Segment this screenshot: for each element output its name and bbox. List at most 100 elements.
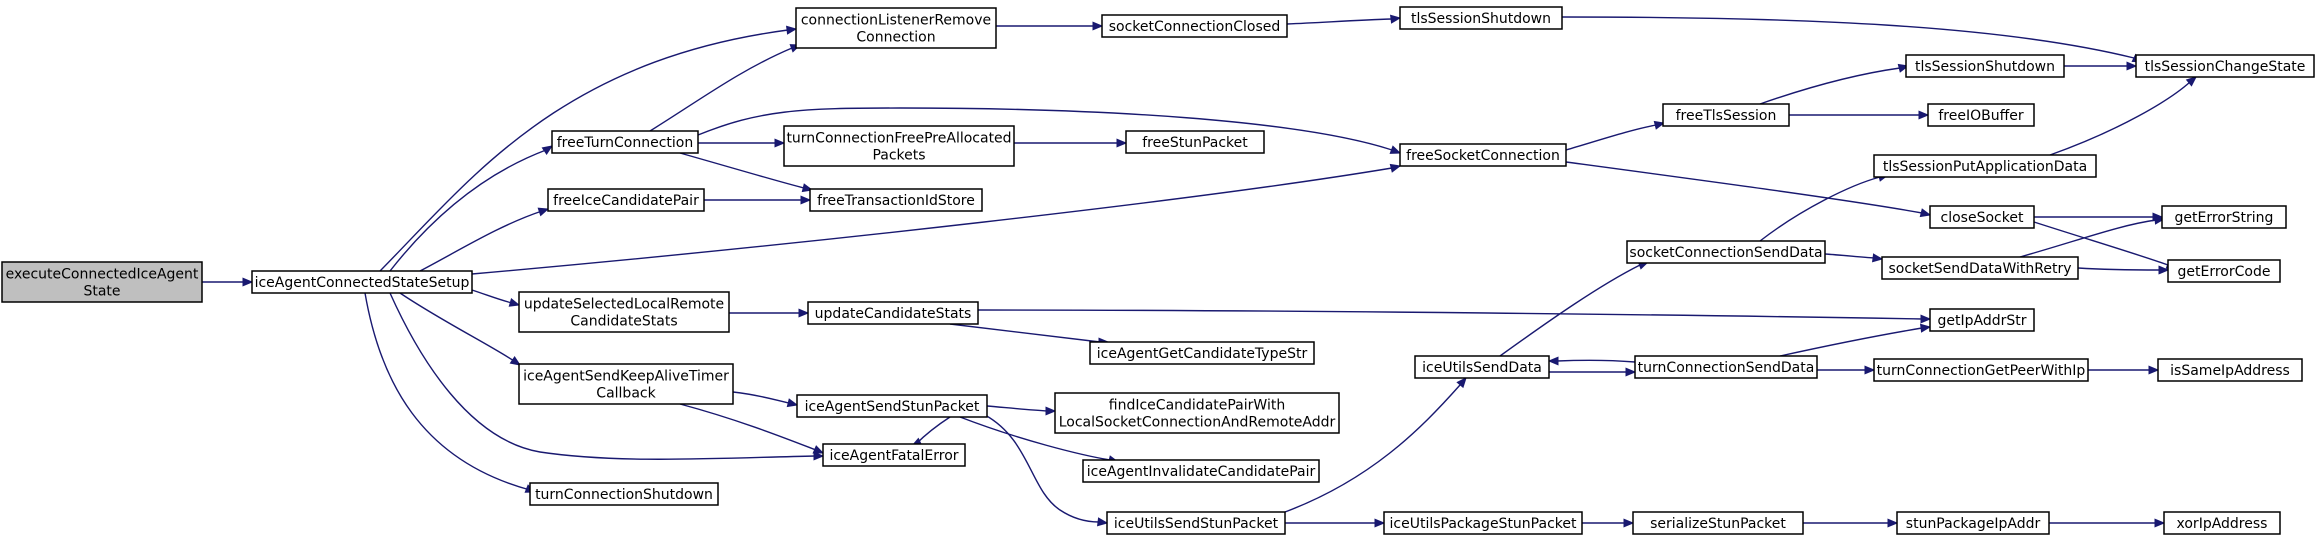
edge-arrowhead [2148, 365, 2160, 375]
node-updCand[interactable]: updateCandidateStats [807, 301, 979, 325]
node-label: iceUtilsSendData [1422, 360, 1542, 376]
node-box [1634, 355, 1818, 379]
node-label: socketConnectionClosed [1109, 19, 1281, 35]
node-freeSock[interactable]: freeSocketConnection [1399, 143, 1567, 167]
edge-arrowhead [2154, 215, 2166, 225]
edge-iceUtilsSend-to-turnSend [1549, 367, 1637, 377]
node-box [795, 7, 997, 49]
edge-turnSend-to-peerWithIp [1816, 365, 1876, 375]
edge-peerWithIp-to-isSameIp [2087, 365, 2160, 375]
node-freePair[interactable]: freeIceCandidatePair [547, 188, 705, 212]
node-label: getIpAddrStr [1938, 313, 2027, 329]
edge-arrowhead [541, 145, 554, 156]
node-iceUtilsSend[interactable]: iceUtilsSendData [1414, 355, 1550, 379]
node-tlsPut[interactable]: tlsSessionPutApplicationData [1873, 154, 2097, 178]
node-label: executeConnectedIceAgent [6, 267, 199, 283]
edge-line [1565, 124, 1657, 151]
node-freeTls[interactable]: freeTlsSession [1662, 103, 1790, 127]
node-pkgStun[interactable]: iceUtilsPackageStunPacket [1383, 511, 1583, 535]
node-freeStun[interactable]: freeStunPacket [1125, 130, 1265, 154]
edge-line [2033, 221, 2169, 266]
node-box [2167, 259, 2281, 283]
node-box [251, 270, 473, 294]
edge-sockSend-to-sockRetry [1824, 253, 1884, 263]
node-freeTrans[interactable]: freeTransactionIdStore [809, 188, 983, 212]
edge-line [984, 414, 1100, 523]
edge-line [1759, 67, 1901, 105]
node-typeStr[interactable]: iceAgentGetCandidateTypeStr [1089, 341, 1315, 365]
edge-arrowhead [1389, 163, 1402, 173]
edge-line [697, 107, 1393, 151]
node-serialize[interactable]: serializeStunPacket [1632, 511, 1804, 535]
edge-line [679, 403, 817, 451]
node-peerWithIp[interactable]: turnConnectionGetPeerWithIp [1873, 358, 2089, 382]
node-getErrCode[interactable]: getErrorCode [2167, 259, 2281, 283]
node-label: Connection [856, 30, 935, 46]
edge-line [679, 152, 805, 189]
edge-turnFreePre-to-freeStun [1013, 138, 1128, 148]
node-sendStun[interactable]: iceAgentSendStunPacket [796, 394, 988, 418]
node-isSameIp[interactable]: isSameIpAddress [2157, 358, 2303, 382]
node-sockSend[interactable]: socketConnectionSendData [1626, 240, 1826, 264]
edge-line [2077, 267, 2161, 271]
node-label: freeSocketConnection [1406, 148, 1560, 164]
edge-stunPkgIp-to-xorIp [2048, 518, 2166, 528]
edge-line [1284, 384, 1461, 513]
node-xorIp[interactable]: xorIpAddress [2163, 511, 2281, 535]
edge-setup-to-fatal [389, 292, 825, 461]
node-turnShutdown[interactable]: turnConnectionShutdown [529, 482, 719, 506]
edge-keepAlive-to-fatal [679, 403, 825, 454]
node-sockRetry[interactable]: socketSendDataWithRetry [1881, 256, 2079, 280]
node-label: xorIpAddress [2177, 516, 2268, 532]
node-freeIO[interactable]: freeIOBuffer [1927, 103, 2035, 127]
edge-arrowhead [786, 398, 799, 408]
node-invalidate[interactable]: iceAgentInvalidateCandidatePair [1082, 459, 1320, 483]
node-label: iceAgentGetCandidateTypeStr [1097, 346, 1308, 362]
edge-arrowhead [1045, 406, 1057, 416]
node-box [1873, 154, 2097, 178]
edge-setup-to-freePair [419, 207, 550, 272]
edge-line [915, 416, 951, 445]
node-label: freeStunPacket [1142, 135, 1248, 151]
node-box [1, 261, 203, 303]
node-tlsShut1[interactable]: tlsSessionShutdown [1399, 6, 1563, 30]
node-tlsChange[interactable]: tlsSessionChangeState [2135, 54, 2315, 78]
node-turnSend[interactable]: turnConnectionSendData [1634, 355, 1818, 379]
node-label: freeTurnConnection [557, 135, 694, 151]
edge-line [732, 391, 790, 404]
node-getErrStr[interactable]: getErrorString [2161, 205, 2287, 229]
node-findPair[interactable]: findIceCandidatePairWithLocalSocketConne… [1054, 392, 1340, 434]
node-setup[interactable]: iceAgentConnectedStateSetup [251, 270, 473, 294]
edge-freeTurn-to-connRemove [649, 44, 802, 132]
node-box [1383, 511, 1583, 535]
node-fatal[interactable]: iceAgentFatalError [822, 443, 966, 467]
edge-freeSock-to-freeTls [1565, 120, 1666, 151]
node-tlsShut2[interactable]: tlsSessionShutdown [1905, 54, 2065, 78]
node-label: tlsSessionPutApplicationData [1883, 159, 2087, 175]
node-box [1399, 6, 1563, 30]
edge-arrowhead [1864, 365, 1876, 375]
node-box [1414, 355, 1550, 379]
edge-freePair-to-freeTrans [704, 195, 812, 205]
node-label: iceAgentSendStunPacket [805, 399, 980, 415]
node-getIp[interactable]: getIpAddrStr [1929, 308, 2035, 332]
node-utilsSendStun[interactable]: iceUtilsSendStunPacket [1106, 511, 1286, 535]
node-freeTurn[interactable]: freeTurnConnection [551, 130, 699, 154]
edge-line [419, 210, 543, 272]
node-label: getErrorString [2175, 210, 2274, 226]
edge-line [379, 29, 789, 272]
node-sockClosed[interactable]: socketConnectionClosed [1101, 14, 1288, 38]
node-stunPkgIp[interactable]: stunPackageIpAddr [1896, 511, 2050, 535]
node-box [1905, 54, 2065, 78]
node-box [1089, 341, 1315, 365]
edges-layer [201, 14, 2197, 528]
edge-pkgStun-to-serialize [1581, 518, 1635, 528]
edge-arrowhead [537, 207, 550, 217]
node-closeSock[interactable]: closeSocket [1929, 205, 2035, 229]
edge-arrowhead [1625, 367, 1637, 377]
